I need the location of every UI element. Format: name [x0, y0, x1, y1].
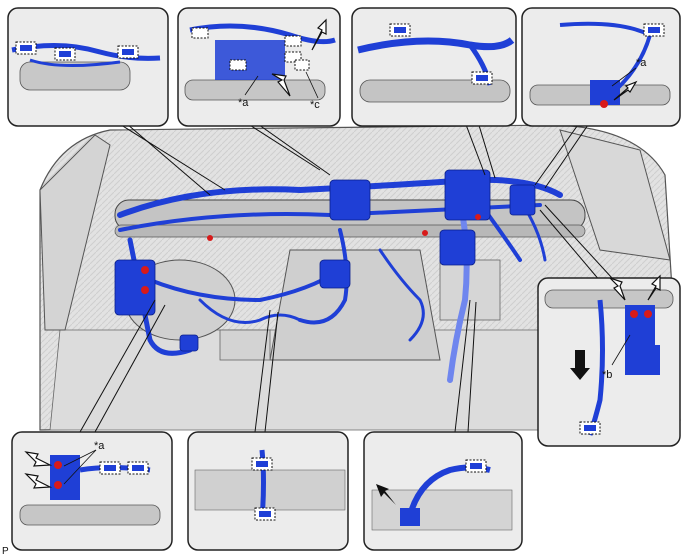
label-star-a-right-top: *a — [636, 57, 647, 69]
callout-panel-top-center-right — [351, 7, 517, 127]
page-code: P — [2, 546, 9, 557]
callout-panel-top-center-left: *a *c — [177, 7, 341, 127]
label-star-a-bottom-left: *a — [94, 440, 105, 452]
callout-panel-top-left — [7, 7, 169, 127]
leader-lines — [79, 117, 613, 433]
callout-panel-bottom-left: *a — [11, 431, 173, 551]
label-star-c-top: *c — [310, 99, 320, 111]
callout-panel-bottom-center-left — [187, 431, 349, 551]
clamp-points — [141, 214, 481, 294]
callout-panel-right: *b — [537, 274, 681, 447]
callout-panel-top-right: *a — [521, 7, 681, 127]
callout-panel-bottom-center-right — [363, 431, 523, 551]
label-star-a-top: *a — [238, 97, 249, 109]
label-star-b-right: *b — [602, 369, 612, 381]
